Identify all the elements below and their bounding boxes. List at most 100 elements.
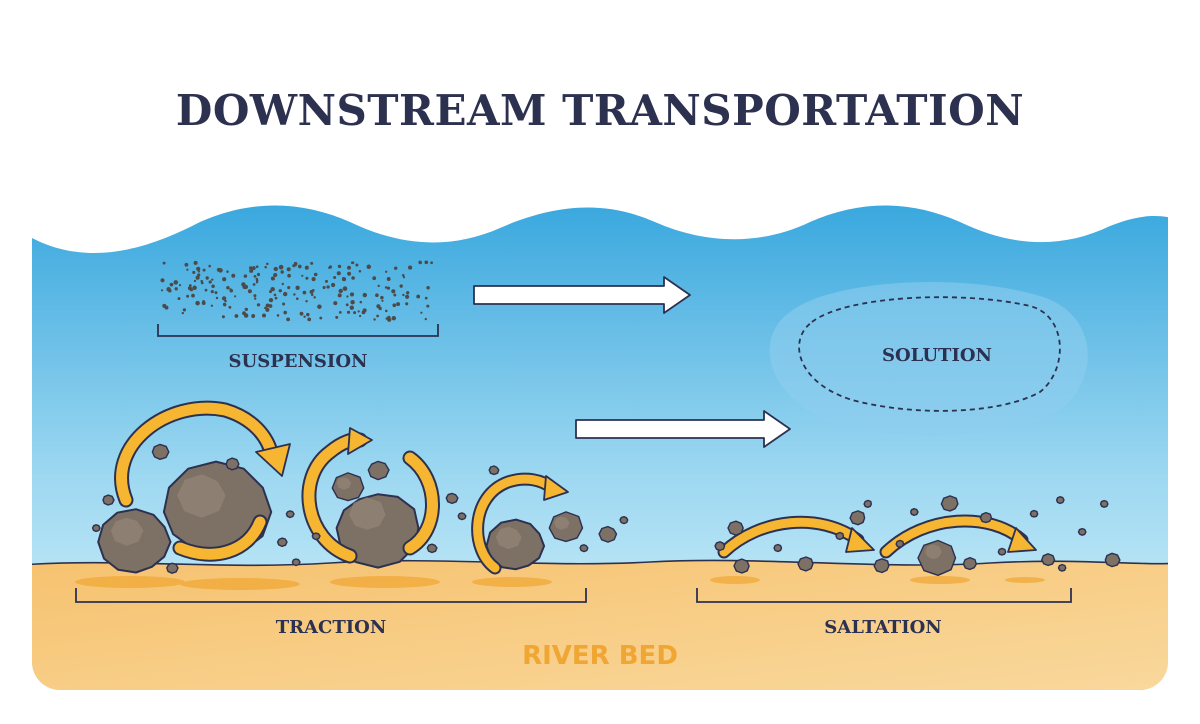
sediment-particle bbox=[293, 293, 296, 296]
sediment-particle bbox=[342, 286, 348, 291]
sediment-particle bbox=[174, 287, 178, 291]
rock-highlight bbox=[336, 477, 352, 490]
sediment-particle bbox=[330, 282, 336, 288]
rock-highlight bbox=[495, 526, 522, 550]
sediment-particle bbox=[244, 307, 248, 312]
sediment-particle bbox=[358, 270, 362, 273]
bounce-arrow-icon bbox=[717, 515, 875, 559]
rolling-arrow-icon bbox=[471, 472, 569, 575]
sediment-particle bbox=[386, 286, 391, 290]
sediment-particle bbox=[226, 270, 229, 273]
sediment-particle bbox=[346, 295, 349, 298]
sediment-particle bbox=[337, 293, 342, 298]
rock-icon bbox=[579, 544, 589, 553]
sediment-particle bbox=[218, 268, 223, 273]
sediment-particle bbox=[228, 305, 232, 309]
page-title: DOWNSTREAM TRANSPORTATION bbox=[175, 86, 1025, 135]
sediment-particle bbox=[311, 277, 316, 282]
sediment-particle bbox=[187, 286, 192, 291]
sediment-particle bbox=[231, 273, 236, 278]
sediment-particle bbox=[266, 262, 269, 266]
sediment-particle bbox=[278, 264, 284, 270]
rock-icon bbox=[979, 511, 993, 524]
rock-icon bbox=[598, 525, 618, 543]
solution-zone bbox=[769, 282, 1088, 436]
sediment-particle bbox=[184, 262, 189, 267]
sediment-particle bbox=[394, 266, 398, 270]
sediment-particle bbox=[376, 304, 381, 309]
sediment-particle bbox=[322, 285, 326, 290]
rock-icon bbox=[1057, 563, 1067, 572]
suspension-particles bbox=[160, 260, 433, 322]
sediment-particle bbox=[424, 260, 429, 265]
rock-icon bbox=[873, 558, 890, 574]
sediment-particle bbox=[256, 272, 261, 277]
sediment-particle bbox=[177, 297, 181, 301]
rock-icon bbox=[1029, 509, 1039, 518]
sediment-particle bbox=[401, 273, 405, 277]
sediment-particle bbox=[270, 286, 275, 292]
sediment-particle bbox=[221, 296, 227, 301]
sediment-particle bbox=[304, 265, 309, 270]
sediment-particle bbox=[377, 284, 380, 288]
sediment-particle bbox=[350, 261, 354, 265]
sediment-particle bbox=[208, 280, 212, 284]
sediment-particle bbox=[406, 291, 410, 295]
rock-icon bbox=[151, 443, 170, 460]
sediment-particle bbox=[405, 294, 410, 299]
sediment-particle bbox=[402, 276, 406, 279]
flow-arrow-icon bbox=[473, 276, 691, 314]
sediment-particle bbox=[391, 315, 397, 321]
sediment-particle bbox=[264, 306, 267, 310]
sediment-particle bbox=[381, 299, 384, 302]
rock-icon bbox=[1077, 527, 1087, 536]
sediment-particle bbox=[426, 304, 430, 308]
rock-icon bbox=[714, 541, 726, 552]
rock-icon bbox=[1041, 553, 1056, 567]
sediment-particle bbox=[286, 267, 291, 272]
sediment-particle bbox=[249, 266, 253, 270]
rock-icon bbox=[285, 510, 295, 519]
sediment-particle bbox=[396, 302, 401, 307]
sediment-particle bbox=[336, 271, 341, 276]
sediment-particle bbox=[313, 272, 318, 277]
sediment-particle bbox=[243, 274, 248, 278]
sediment-particle bbox=[333, 275, 337, 280]
sediment-particle bbox=[249, 268, 254, 273]
rock-shadows bbox=[75, 576, 1045, 590]
rock-icon bbox=[910, 508, 919, 516]
rock-icon bbox=[1099, 499, 1109, 508]
sediment-particle bbox=[326, 285, 330, 289]
sediment-particle bbox=[319, 316, 323, 320]
sediment-particle bbox=[205, 276, 209, 280]
sediment-particle bbox=[226, 285, 230, 290]
sediment-particle bbox=[296, 297, 299, 300]
sediment-particle bbox=[264, 265, 267, 269]
sediment-particle bbox=[313, 296, 316, 299]
sediment-particle bbox=[191, 293, 195, 298]
sediment-particle bbox=[358, 314, 362, 318]
sediment-particle bbox=[283, 291, 288, 297]
solution-label: SOLUTION bbox=[882, 345, 992, 366]
sediment-particle bbox=[196, 266, 201, 272]
sediment-particle bbox=[281, 282, 285, 286]
sediment-particle bbox=[424, 296, 428, 300]
sediment-particle bbox=[392, 303, 397, 308]
rock-highlight bbox=[925, 544, 942, 560]
sediment-particle bbox=[341, 277, 347, 282]
sediment-particle bbox=[345, 303, 349, 307]
rock-icon bbox=[311, 532, 321, 541]
sediment-particle bbox=[211, 284, 215, 289]
sediment-particle bbox=[375, 293, 379, 298]
sediment-particle bbox=[166, 287, 171, 292]
rolling-arrow-icon bbox=[301, 427, 440, 564]
sediment-particle bbox=[222, 302, 227, 307]
rock-icon bbox=[291, 558, 301, 567]
suspension-label: SUSPENSION bbox=[228, 351, 368, 372]
sediment-particle bbox=[243, 313, 249, 318]
sediment-particle bbox=[328, 266, 331, 270]
rock-icon bbox=[102, 494, 115, 506]
sediment-particle bbox=[204, 288, 208, 292]
